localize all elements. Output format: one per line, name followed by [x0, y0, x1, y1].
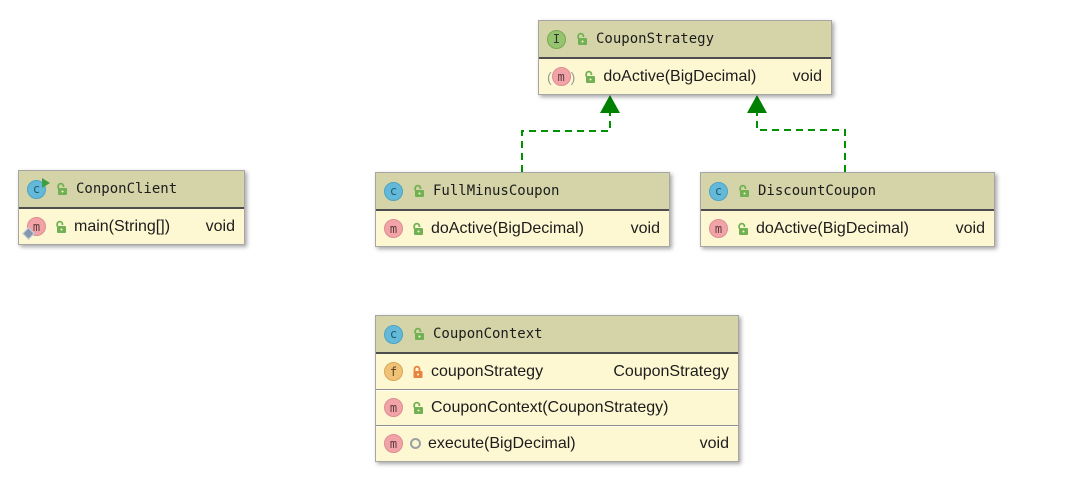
class-name: ConponClient [76, 181, 178, 197]
open-lock-icon [411, 184, 425, 198]
class-node-conponclient[interactable]: c ConponClient m main(String[]) void [18, 170, 245, 245]
implements-edge-discountcoupon [756, 113, 846, 172]
interface-icon: I [547, 29, 566, 49]
method-icon: m [384, 219, 403, 238]
member-label: doActive(BigDecimal) [756, 219, 909, 237]
class-header-fullminuscoupon[interactable]: c FullMinusCoupon [376, 173, 669, 211]
member-type: void [792, 67, 822, 85]
field-row[interactable]: f couponStrategy CouponStrategy [376, 354, 738, 389]
class-name: CouponContext [433, 326, 543, 342]
method-icon: m [384, 434, 403, 453]
member-label: CouponContext(CouponStrategy) [431, 398, 669, 416]
member-type: void [955, 219, 985, 237]
class-icon: c [384, 181, 403, 201]
class-name: DiscountCoupon [758, 183, 877, 199]
member-label: doActive(BigDecimal) [603, 67, 757, 85]
class-header-discountcoupon[interactable]: c DiscountCoupon [701, 173, 994, 211]
field-icon: f [384, 362, 403, 381]
open-lock-icon [735, 222, 749, 236]
class-header-couponcontext[interactable]: c CouponContext [376, 316, 738, 354]
member-type: CouponStrategy [613, 362, 729, 380]
member-label: execute(BigDecimal) [428, 434, 576, 452]
method-icon: m [384, 398, 403, 417]
class-name: CouponStrategy [596, 31, 715, 47]
class-header-conponclient[interactable]: c ConponClient [19, 171, 244, 209]
class-node-couponstrategy[interactable]: I CouponStrategy ( m ) doActive(BigDecim… [538, 20, 832, 95]
member-type: void [699, 434, 729, 452]
implements-edge-fullminuscoupon [521, 113, 611, 172]
member-row[interactable]: m doActive(BigDecimal) void [376, 211, 669, 246]
implements-arrowhead-fullminuscoupon [600, 95, 620, 113]
class-icon: c [709, 181, 728, 201]
class-header-couponstrategy[interactable]: I CouponStrategy [539, 21, 831, 59]
member-type: void [630, 219, 660, 237]
constructor-row[interactable]: m CouponContext(CouponStrategy) [376, 389, 738, 425]
class-icon: c [384, 324, 403, 344]
class-node-couponcontext[interactable]: c CouponContext f couponStrategy CouponS… [375, 315, 739, 462]
open-lock-icon [410, 401, 424, 415]
member-label: doActive(BigDecimal) [431, 219, 584, 237]
run-arrow-icon [42, 177, 50, 188]
package-private-icon [410, 438, 421, 449]
member-row[interactable]: m main(String[]) void [19, 209, 244, 244]
method-icon: m [709, 219, 728, 238]
class-name: FullMinusCoupon [433, 183, 560, 199]
member-type: void [205, 217, 235, 235]
runnable-class-icon: c [27, 177, 50, 199]
static-method-icon: m [22, 217, 46, 240]
open-lock-icon [411, 327, 425, 341]
member-row[interactable]: ( m ) doActive(BigDecimal) void [539, 59, 831, 94]
open-lock-icon [582, 70, 596, 84]
open-lock-icon [410, 222, 424, 236]
open-lock-icon [574, 32, 588, 46]
closed-lock-icon [410, 365, 424, 379]
class-node-discountcoupon[interactable]: c DiscountCoupon m doActive(BigDecimal) … [700, 172, 995, 247]
member-row[interactable]: m doActive(BigDecimal) void [701, 211, 994, 246]
open-lock-icon [53, 220, 67, 234]
static-marker-icon [22, 227, 35, 240]
implements-arrowhead-discountcoupon [747, 95, 767, 113]
open-lock-icon [54, 182, 68, 196]
member-label: main(String[]) [74, 217, 171, 235]
class-node-fullminuscoupon[interactable]: c FullMinusCoupon m doActive(BigDecimal)… [375, 172, 670, 247]
abstract-method-icon: ( m ) [547, 67, 576, 86]
member-label: couponStrategy [431, 362, 544, 380]
method-row[interactable]: m execute(BigDecimal) void [376, 425, 738, 461]
open-lock-icon [736, 184, 750, 198]
